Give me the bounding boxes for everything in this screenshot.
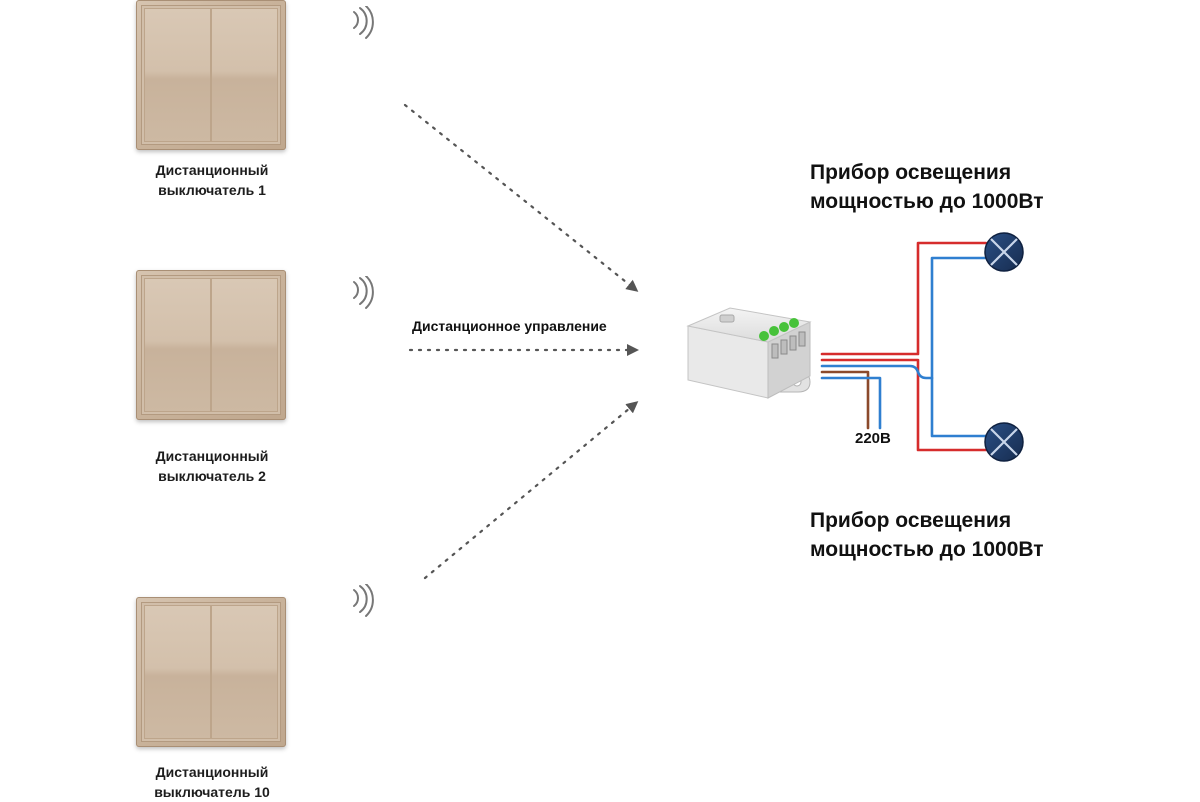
- remote-switch-10: [136, 597, 286, 747]
- lamp-top-title: Прибор освещения мощностью до 1000Вт: [810, 158, 1044, 216]
- switch-2-caption-line2: выключатель 2: [158, 468, 266, 484]
- lamp-bottom-title-line1: Прибор освещения: [810, 509, 1012, 532]
- wire-phase-lower: [820, 358, 988, 452]
- lamp-top-title-line2: мощностью до 1000Вт: [810, 190, 1044, 213]
- relay-led: [759, 331, 769, 341]
- switch-1-caption-line2: выключатель 1: [158, 182, 266, 198]
- wire-supply-blue: [820, 376, 882, 430]
- wireless-signal-icon: [353, 584, 374, 617]
- relay-led: [789, 318, 799, 328]
- lamp-bottom-title: Прибор освещения мощностью до 1000Вт: [810, 506, 1044, 564]
- lamp-top: [984, 232, 1024, 272]
- relay-module: [686, 307, 812, 399]
- voltage-label: 220В: [855, 430, 891, 447]
- lamp-bottom: [984, 422, 1024, 462]
- switch-1-caption: Дистанционный выключатель 1: [102, 160, 322, 200]
- wire-supply-brown: [820, 370, 870, 430]
- remote-control-label: Дистанционное управление: [412, 318, 607, 334]
- switch-10-caption-line2: выключатель 10: [154, 784, 270, 800]
- switch-10-caption-line1: Дистанционный: [155, 764, 269, 780]
- switch-2-caption-line1: Дистанционный: [155, 448, 269, 464]
- signal-arrow-1: [403, 103, 639, 292]
- wireless-signal-icon: [353, 276, 374, 309]
- switch-2-caption: Дистанционный выключатель 2: [102, 446, 322, 486]
- relay-led: [779, 322, 789, 332]
- signal-arrow-10: [423, 401, 639, 580]
- relay-led: [769, 326, 779, 336]
- wire-phase-upper: [820, 241, 988, 356]
- switch-1-caption-line1: Дистанционный: [155, 162, 269, 178]
- remote-switch-1: [136, 0, 286, 150]
- remote-switch-2: [136, 270, 286, 420]
- wire-neutral-lower: [930, 376, 988, 438]
- wire-neutral-upper: [820, 256, 988, 380]
- wireless-signal-icon: [353, 6, 374, 39]
- switch-10-caption: Дистанционный выключатель 10: [102, 762, 322, 802]
- lamp-bottom-title-line2: мощностью до 1000Вт: [810, 538, 1044, 561]
- lamp-top-title-line1: Прибор освещения: [810, 161, 1012, 184]
